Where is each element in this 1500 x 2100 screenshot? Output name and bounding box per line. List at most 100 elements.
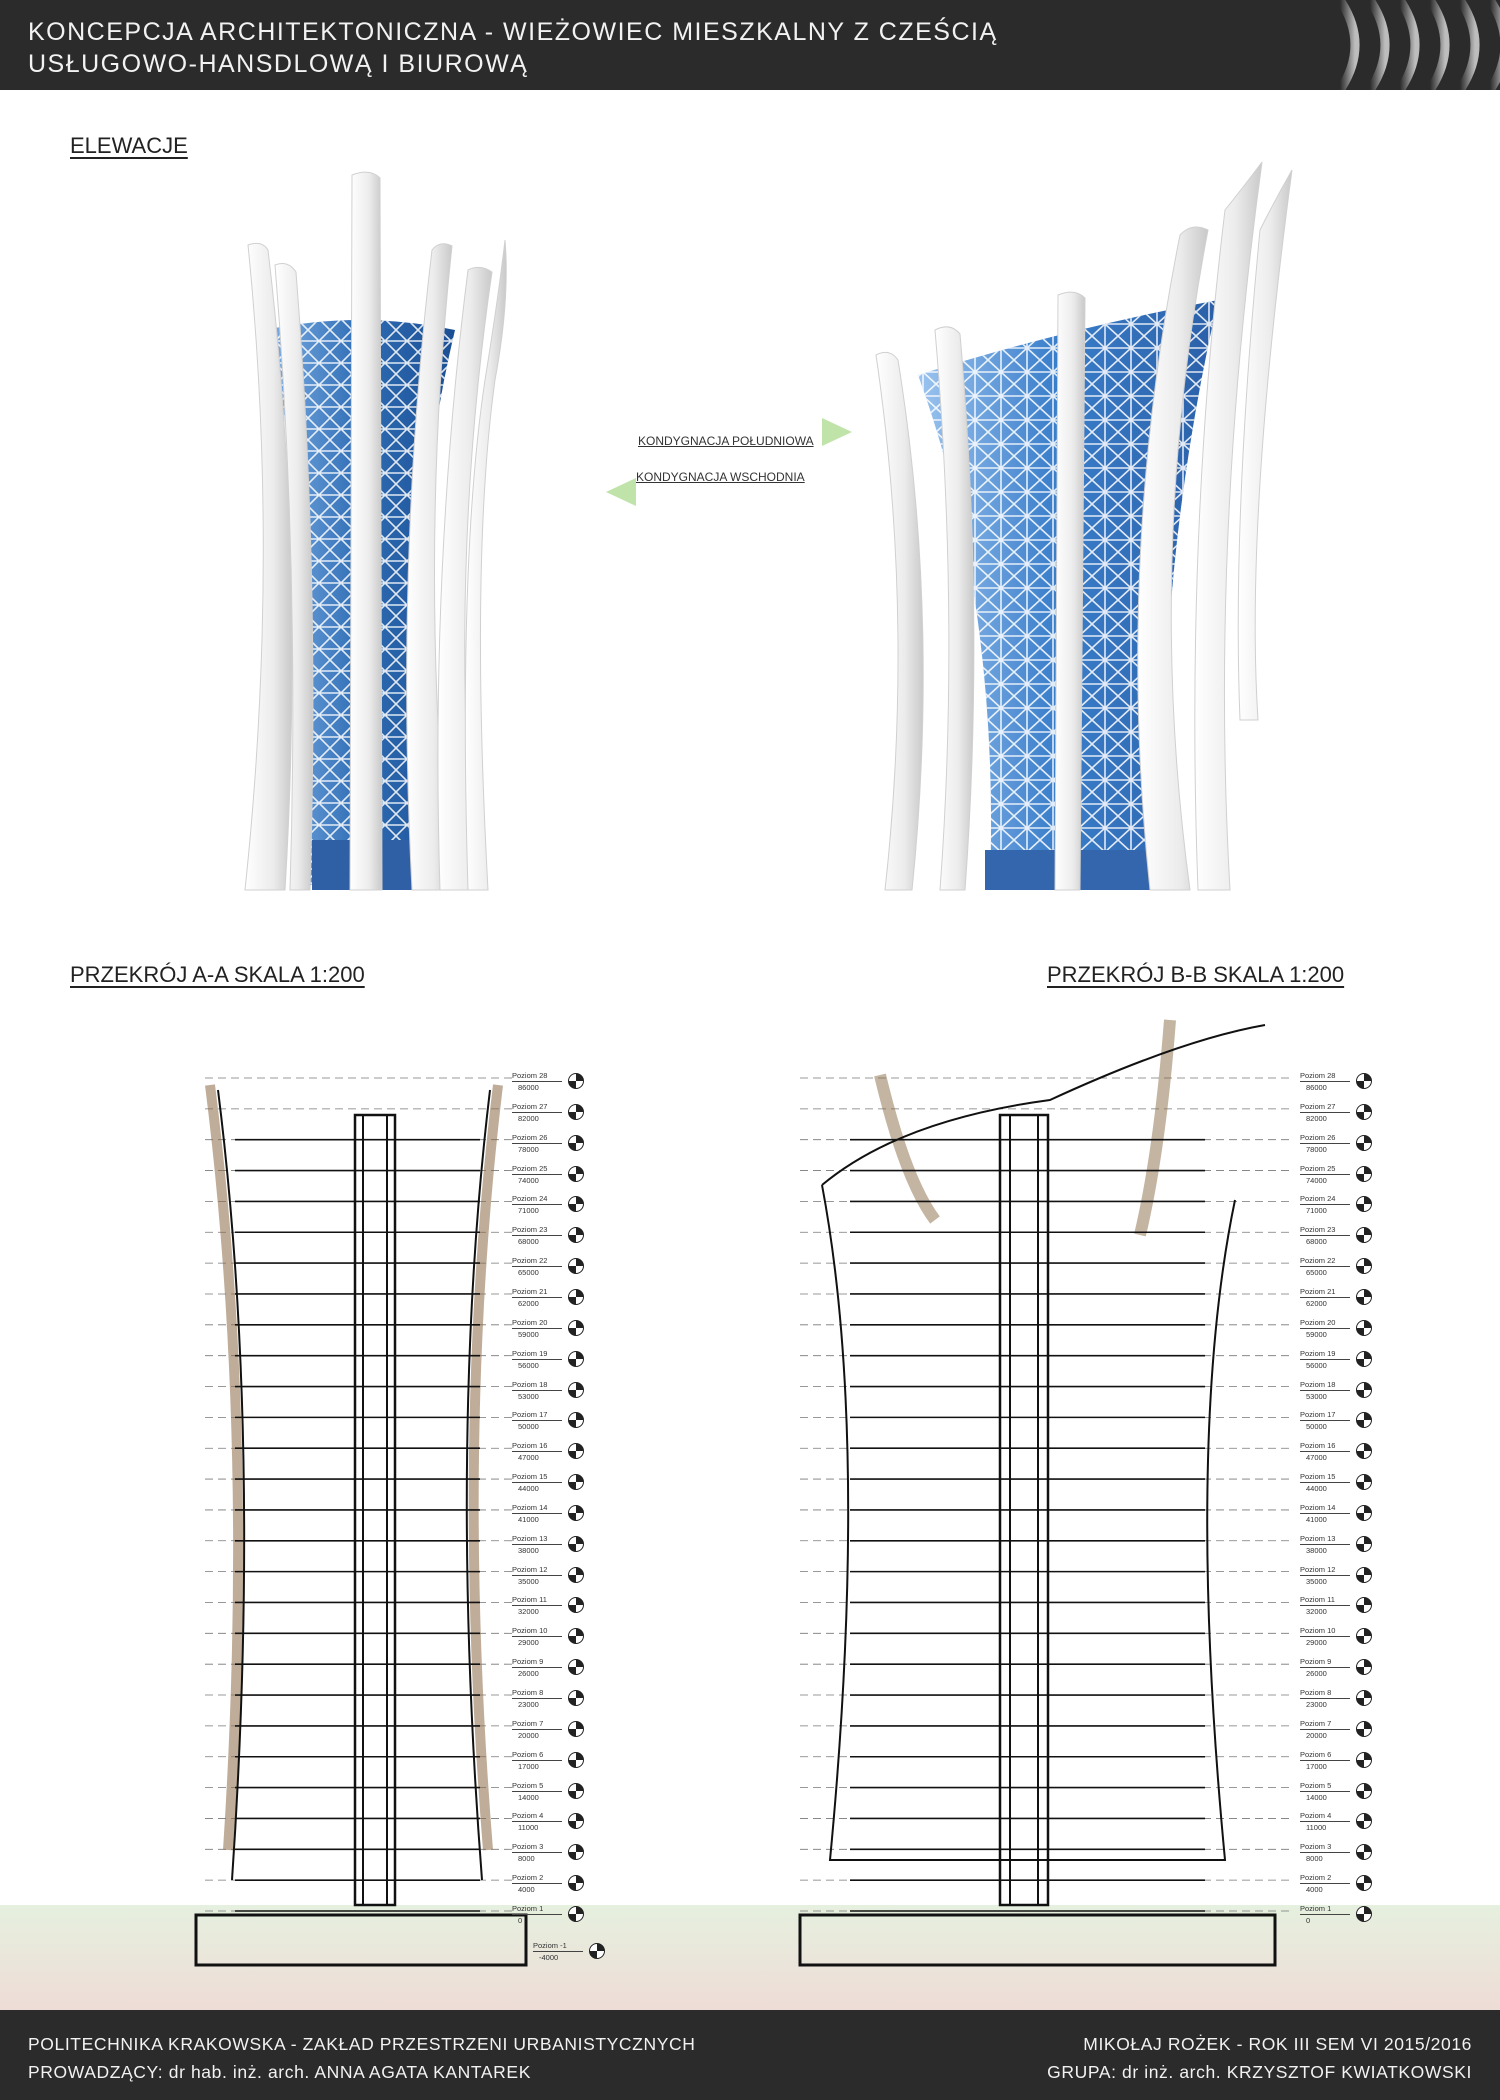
sections-drawing (194, 1019, 1290, 1967)
level-name: Poziom 18 (1300, 1379, 1350, 1391)
level-symbol-icon (1356, 1319, 1372, 1336)
level-name: Poziom 15 (512, 1471, 562, 1484)
level-name: Poziom 11 (1300, 1594, 1350, 1607)
level-symbol-icon (568, 1227, 584, 1244)
level-symbol-icon (1356, 1906, 1372, 1922)
level-name: Poziom 6 (512, 1749, 562, 1761)
level-elevation: 26000 (518, 1669, 539, 1679)
level-symbol-icon (1356, 1566, 1372, 1583)
level-name: Poziom 14 (1300, 1502, 1350, 1514)
level-name: Poziom 21 (512, 1286, 562, 1298)
level-elevation: 11000 (1306, 1823, 1327, 1833)
header-banner: KONCEPCJA ARCHITEKTONICZNA - WIEŻOWIEC M… (0, 0, 1500, 90)
level-symbol-icon (568, 1813, 584, 1830)
level-name: Poziom 8 (1300, 1687, 1350, 1700)
header-decoration (1336, 0, 1500, 90)
level-name: Poziom 9 (512, 1656, 562, 1669)
level-elevation: 86000 (518, 1083, 539, 1092)
level-name: Poziom 4 (512, 1810, 562, 1823)
section-bb (798, 1019, 1277, 1967)
level-name: Poziom 8 (512, 1687, 562, 1700)
level-name: Poziom 15 (1300, 1471, 1350, 1484)
level-name: Poziom 16 (1300, 1440, 1350, 1453)
level-symbol-icon (568, 1628, 584, 1645)
level-symbol-icon (1356, 1782, 1372, 1799)
elevation-tower-left (244, 171, 507, 891)
level-elevation: 47000 (1306, 1453, 1327, 1463)
level-symbol-icon (1356, 1690, 1372, 1707)
footer-supervisor: PROWADZĄCY: dr hab. inż. arch. ANNA AGAT… (28, 2062, 531, 2082)
level-elevation: 68000 (518, 1237, 539, 1247)
level-symbol-icon (568, 1288, 584, 1305)
level-elevation: 20000 (1306, 1730, 1327, 1740)
level-elevation: 4000 (518, 1885, 535, 1895)
level-elevation: 53000 (1306, 1391, 1327, 1401)
level-name: Poziom 17 (1300, 1409, 1350, 1422)
level-name: Poziom 3 (512, 1841, 562, 1854)
level-symbol-icon (568, 1474, 584, 1491)
footer-author: MIKOŁAJ ROŻEK - ROK III SEM VI 2015/2016 (1083, 2034, 1472, 2054)
level-elevation: 65000 (1306, 1268, 1327, 1278)
level-symbol-icon (568, 1073, 584, 1089)
level-symbol-icon (1356, 1134, 1372, 1151)
level-name: Poziom 25 (1300, 1163, 1350, 1175)
elevations-drawing (244, 161, 1293, 891)
level-name: Poziom 7 (512, 1718, 562, 1730)
level-elevation: 86000 (1306, 1083, 1327, 1092)
level-elevation: 71000 (518, 1206, 539, 1216)
level-elevation: 47000 (518, 1453, 539, 1463)
level-elevation: 0 (518, 1916, 523, 1925)
level-elevation: 62000 (1306, 1298, 1327, 1308)
level-symbol-icon (568, 1412, 584, 1429)
level-symbol-icon (568, 1782, 584, 1799)
level-symbol-icon (568, 1844, 584, 1861)
level-name: Poziom 1 (512, 1903, 562, 1915)
section-bb-heading: PRZEKRÓJ B-B SKALA 1:200 (1047, 962, 1345, 987)
level-elevation: 56000 (518, 1360, 539, 1370)
level-elevation: 38000 (518, 1545, 539, 1555)
level-name: Poziom 12 (1300, 1564, 1350, 1576)
level-name: Poziom 19 (1300, 1348, 1350, 1360)
level-name: Poziom -1 (533, 1940, 583, 1952)
level-symbol-icon (1356, 1813, 1372, 1830)
section-aa-heading: PRZEKRÓJ A-A SKALA 1:200 (70, 962, 365, 987)
level-marker-basement: Poziom -1 -4000 (533, 1940, 613, 1966)
level-symbol-icon (1356, 1381, 1372, 1398)
level-symbol-icon (1356, 1196, 1372, 1213)
level-symbol-icon (568, 1906, 584, 1922)
elevation-tower-right (875, 161, 1293, 891)
arrow-east (606, 478, 636, 506)
level-elevation: 35000 (1306, 1576, 1327, 1586)
level-name: Poziom 6 (1300, 1749, 1350, 1761)
level-symbol-icon (568, 1566, 584, 1583)
level-elevation: 44000 (518, 1484, 539, 1494)
level-symbol-icon (589, 1943, 605, 1959)
level-name: Poziom 12 (512, 1564, 562, 1576)
level-symbol-icon (568, 1103, 584, 1120)
level-name: Poziom 23 (1300, 1224, 1350, 1237)
level-symbol-icon (1356, 1165, 1372, 1182)
level-symbol-icon (1356, 1751, 1372, 1768)
